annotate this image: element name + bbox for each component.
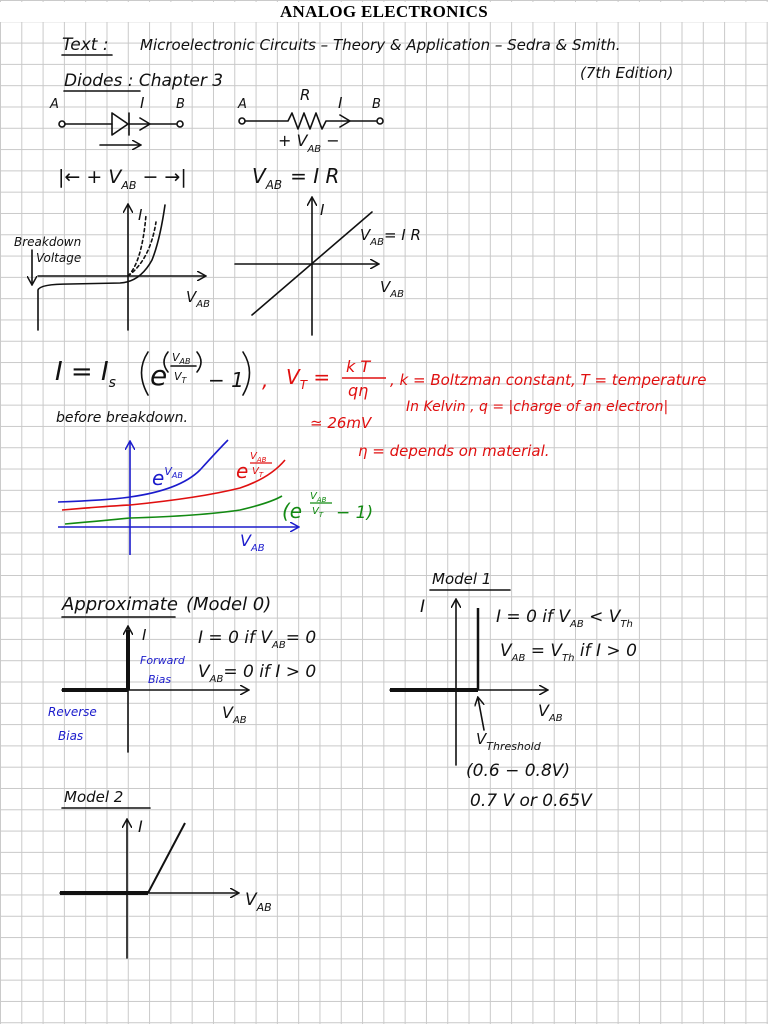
text-reference: Text : Microelectronic Circuits – Theory… <box>61 35 673 82</box>
equation-exp-base: e <box>150 359 167 392</box>
reverse-label-2: Bias <box>58 729 83 743</box>
diode-terminal-b <box>176 120 184 128</box>
kelvin-definition: In Kelvin , q = |charge of an electron| <box>406 399 668 415</box>
paren-left <box>140 351 149 396</box>
green-sup-num: VAB <box>310 491 327 504</box>
equation-minus-one: − 1 <box>208 368 244 392</box>
threshold-arrow-icon <box>478 698 485 731</box>
diode-x-axis-label: VAB <box>186 288 210 310</box>
model0-eq2: VAB= 0 if I > 0 <box>198 662 316 685</box>
diode-curve-dashed <box>127 214 147 277</box>
book-title: Microelectronic Circuits – Theory & Appl… <box>140 36 620 54</box>
resistor-zigzag-icon <box>244 112 377 130</box>
green-curve-label: (e <box>282 499 302 523</box>
edition: (7th Edition) <box>580 64 673 82</box>
model0-x-axis-label: VAB <box>222 703 247 726</box>
green-sup-den: VT <box>312 506 324 519</box>
exp-curves-graph: eVAB e VAB VT (e VAB VT − 1) VAB <box>57 439 373 555</box>
resistor-x-axis-label: VAB <box>380 278 404 300</box>
threshold-label: VThreshold <box>476 730 542 753</box>
model2-i-label: I <box>138 817 143 836</box>
green-curve <box>64 495 283 525</box>
resistor-terminal-b <box>376 117 384 125</box>
current-arrow-icon <box>339 114 351 128</box>
breakdown-label-2: Voltage <box>36 251 81 265</box>
green-tail: − 1) <box>336 503 373 523</box>
resistor-terminal-a <box>238 117 246 125</box>
vt-approx: ≃ 26mV <box>310 414 373 432</box>
model0-i-label: I <box>142 626 147 644</box>
model1-heading: Model 1 <box>432 570 491 588</box>
red-sup-num: VAB <box>250 451 267 464</box>
blue-curve <box>57 439 229 503</box>
diode-terminal-a <box>58 120 66 128</box>
diodes-heading: Diodes : Chapter 3 <box>63 71 223 92</box>
equation-lhs: I = Is <box>55 357 116 391</box>
diode-i-label: I <box>140 94 145 112</box>
model-1: Model 1 I I = 0 if VAB < VTh VAB = VTh i… <box>389 570 637 811</box>
resistor-r-label: R <box>300 86 310 104</box>
vt-num: k T <box>346 357 371 376</box>
model0-heading-paren: (Model 0) <box>186 594 271 615</box>
diode-i-axis-label: I <box>138 206 143 224</box>
k-definition: , k = Boltzman constant, T = temperature <box>390 371 706 389</box>
vt-lhs: VT = <box>286 365 330 392</box>
model-0: Approximate (Model 0) I I = 0 if VAB= 0 … <box>48 594 316 753</box>
model1-x-axis-label: VAB <box>538 701 563 724</box>
diode-curve <box>37 204 166 331</box>
model-2: Model 2 I VAB <box>59 788 272 959</box>
resistor-symbol: A R I B + VAB − VAB= I R <box>237 86 384 192</box>
equation-exp-num: VAB <box>172 351 191 366</box>
vt-den: qη <box>348 381 368 400</box>
model2-heading: Model 2 <box>64 788 123 806</box>
diode-iv-graph: I Breakdown Voltage VAB <box>14 204 210 331</box>
page-title: ANALOG ELECTRONICS <box>0 2 768 22</box>
vt-definitions: , VT = k T qη , k = Boltzman constant, T… <box>262 357 706 460</box>
resistor-i-axis-label: I <box>320 201 325 219</box>
breakdown-label-1: Breakdown <box>14 235 81 249</box>
red-curve-label: e <box>236 459 248 483</box>
resistor-a-label: A <box>237 97 247 112</box>
current-arrow-icon <box>139 117 151 131</box>
threshold-typical: 0.7 V or 0.65V <box>470 791 593 811</box>
red-curve <box>61 459 286 511</box>
model2-x-axis-label: VAB <box>245 890 272 914</box>
text-label: Text : <box>62 35 109 55</box>
model1-eq1: I = 0 if VAB < VTh <box>496 607 633 630</box>
model0-heading: Approximate <box>61 594 178 615</box>
model1-eq2: VAB = VTh if I > 0 <box>500 641 637 664</box>
forward-label-1: Forward <box>140 654 186 667</box>
threshold-range: (0.6 − 0.8V) <box>466 761 570 781</box>
blue-curve-label: eVAB <box>152 465 183 490</box>
equation-exp-den: VT <box>174 370 188 385</box>
resistor-b-label: B <box>372 97 381 112</box>
vt-comma: , <box>262 368 268 392</box>
diode-symbol: A I B |← + VAB − →| <box>49 94 187 192</box>
resistor-line-label: VAB= I R <box>360 226 421 248</box>
n-definition: η = depends on material. <box>358 442 550 460</box>
red-sup-den: VT <box>252 466 264 479</box>
equation-before-breakdown: before breakdown. <box>56 410 188 426</box>
diode-vab: |← + VAB − →| <box>58 166 187 192</box>
ohm-equation: VAB= I R <box>252 164 339 192</box>
model0-eq1: I = 0 if VAB= 0 <box>198 628 316 651</box>
resistor-iv-graph: I VAB= I R VAB <box>234 198 421 336</box>
diode-equation: I = Is e VAB VT − 1 before breakdown. <box>55 351 251 426</box>
resistor-vab: + VAB − <box>278 131 340 155</box>
diodes-heading-text: Diodes : Chapter 3 <box>64 71 223 91</box>
model1-i-label: I <box>420 597 425 617</box>
diode-triangle-icon <box>111 112 129 136</box>
paren-right <box>242 351 251 396</box>
resistor-i-label: I <box>338 94 343 112</box>
diode-b-label: B <box>176 97 185 112</box>
diode-a-label: A <box>49 97 59 112</box>
resistor-line <box>251 211 373 316</box>
forward-label-2: Bias <box>148 673 171 686</box>
exp-x-axis-label: VAB <box>240 531 265 554</box>
reverse-label-1: Reverse <box>48 705 97 719</box>
model2-on-line <box>147 822 186 894</box>
